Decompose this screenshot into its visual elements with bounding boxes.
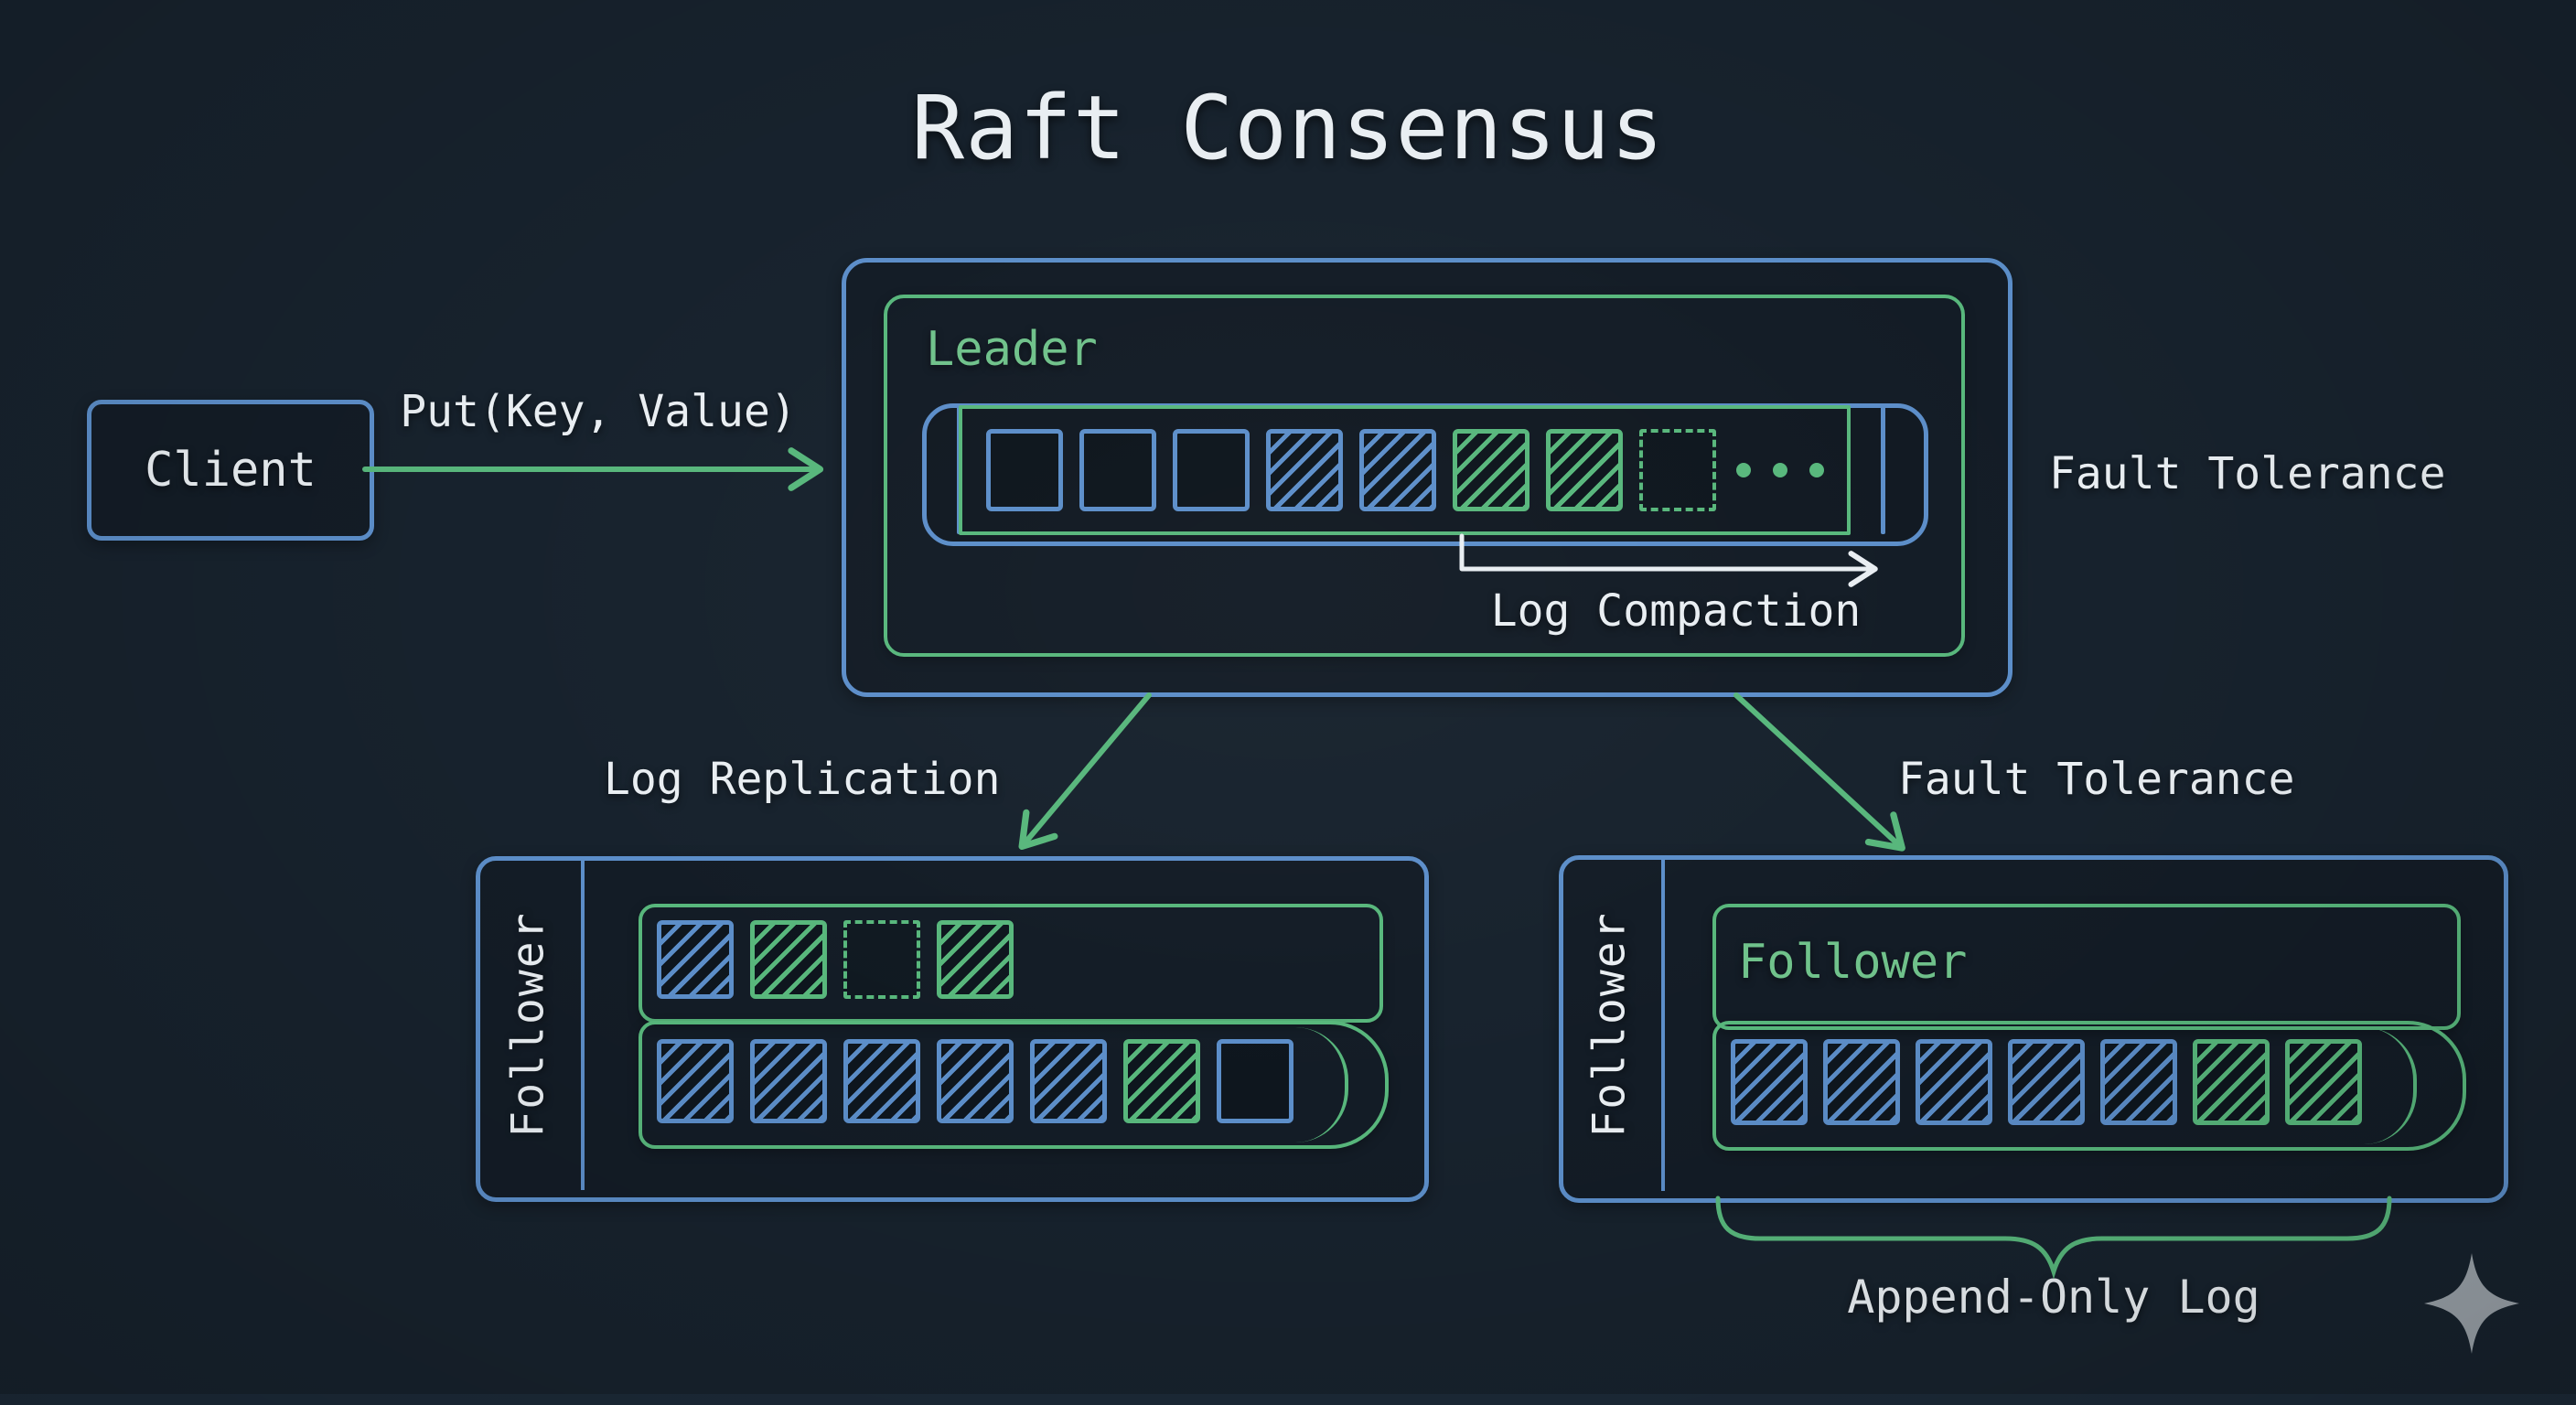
log-cell-green-hatched	[750, 920, 827, 999]
client-label: Client	[145, 443, 317, 498]
follower-left-bottom-log	[639, 1021, 1389, 1149]
leader-log-right-cap-line	[1881, 406, 1885, 534]
client-box: Client	[87, 400, 374, 541]
log-cell-blue-hatched	[2100, 1039, 2177, 1125]
bottom-edge-strip	[0, 1394, 2576, 1405]
follower-left-node	[476, 856, 1429, 1202]
log-cell-blue-hatched	[1731, 1039, 1808, 1125]
log-cell-green-dashed	[843, 920, 920, 999]
diagram-title: Raft Consensus	[911, 77, 1665, 179]
leader-log-cells	[961, 407, 1848, 533]
leader-log-ellipsis	[1736, 407, 1824, 533]
log-cell-green-hatched	[2285, 1039, 2362, 1125]
log-cell-blue-hatched	[1266, 429, 1343, 511]
append-only-log-label: Append-Only Log	[1847, 1271, 2260, 1324]
follower-right-side-label-column: Follower	[1559, 855, 1661, 1194]
log-replication-label: Log Replication	[604, 754, 1001, 805]
leader-log-frame	[959, 405, 1851, 535]
follower-right-inner-box	[1712, 904, 2461, 1030]
log-cell-green-hatched	[2193, 1039, 2270, 1125]
follower-right-label: Follower	[1738, 935, 1968, 990]
follower-right-side-label: Follower	[1584, 911, 1636, 1138]
log-cell-blue-empty	[1079, 429, 1156, 511]
fault-tolerance-arrow-label: Fault Tolerance	[1898, 754, 2295, 805]
log-cell-dot	[1809, 463, 1824, 477]
log-cell-blue-hatched	[937, 1039, 1014, 1123]
log-cell-green-dashed	[1639, 429, 1716, 511]
log-cell-blue-empty	[1217, 1039, 1293, 1123]
follower-left-side-label: Follower	[502, 911, 554, 1138]
log-cell-green-hatched	[1546, 429, 1623, 511]
log-cell-blue-hatched	[2008, 1039, 2085, 1125]
log-cell-blue-hatched	[1359, 429, 1436, 511]
follower-right-log	[1712, 1021, 2466, 1151]
sparkle-icon	[2424, 1253, 2519, 1354]
follower-left-divider	[581, 859, 585, 1190]
append-only-brace	[1715, 1196, 2392, 1280]
log-cell-dot	[1736, 463, 1751, 477]
follower-left-log-cap-arc	[1292, 1027, 1348, 1142]
follower-right-cells	[1712, 1021, 2459, 1143]
log-cell-blue-hatched	[843, 1039, 920, 1123]
fault-tolerance-arrow	[1733, 692, 1905, 852]
log-cell-blue-empty	[986, 429, 1063, 511]
fault-tolerance-side-label: Fault Tolerance	[2049, 448, 2446, 499]
log-replication-arrow	[1018, 692, 1152, 851]
follower-right-log-cap-arc	[2360, 1027, 2417, 1144]
log-cell-green-hatched	[1123, 1039, 1200, 1123]
follower-right-divider	[1661, 858, 1665, 1191]
log-cell-green-hatched	[937, 920, 1014, 999]
log-compaction-label: Log Compaction	[1490, 585, 1862, 637]
log-cell-blue-hatched	[1030, 1039, 1107, 1123]
leader-label: Leader	[926, 322, 1098, 377]
log-cell-blue-hatched	[1916, 1039, 1992, 1125]
log-cell-blue-hatched	[657, 920, 734, 999]
follower-left-top-cells	[639, 904, 1376, 1015]
leader-inner-box	[884, 295, 1965, 657]
request-arrow-label: Put(Key, Value)	[400, 386, 797, 437]
log-cell-blue-hatched	[657, 1039, 734, 1123]
log-cell-blue-hatched	[1823, 1039, 1900, 1125]
log-cell-blue-empty	[1173, 429, 1250, 511]
log-cell-dot	[1773, 463, 1787, 477]
follower-left-bottom-cells	[639, 1021, 1381, 1142]
follower-left-side-label-column: Follower	[476, 856, 581, 1193]
log-cell-green-hatched	[1453, 429, 1530, 511]
log-cell-blue-hatched	[750, 1039, 827, 1123]
